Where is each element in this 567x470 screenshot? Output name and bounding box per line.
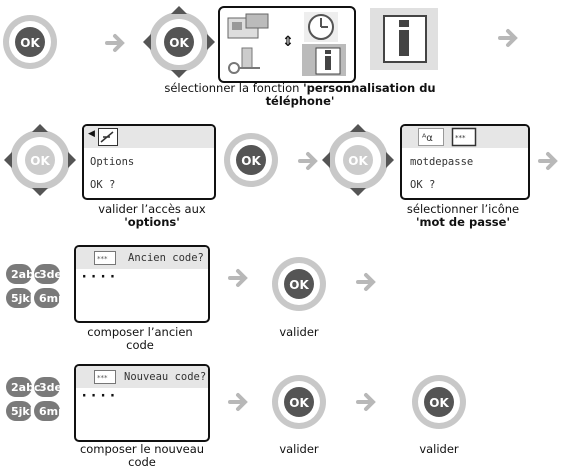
keypad-icon[interactable]: 2abc 3def 5jkl 6mno [2, 262, 74, 312]
screen-motdepasse: ᴬα *** motdepasse OK ? [400, 124, 530, 200]
code-value: ···· [80, 269, 118, 285]
svg-text:OK: OK [429, 396, 449, 410]
svg-text:OK: OK [30, 154, 50, 168]
arrow-left-icon: ◀ [88, 129, 95, 139]
navigator-ok-icon[interactable]: OK [270, 255, 328, 313]
arrow-right-icon [298, 152, 318, 170]
settings-screen-icons: ⇕ [218, 6, 356, 83]
arrow-right-icon [356, 393, 376, 411]
navigator-4way-icon[interactable]: OK [4, 124, 76, 196]
screen-line2: OK ? [410, 179, 436, 191]
clock-icon [304, 12, 338, 42]
svg-text:3def: 3def [39, 268, 67, 281]
screen-options: ◀ Options OK ? [82, 124, 216, 200]
caption-valider: valider [419, 442, 459, 456]
navigator-4way-icon[interactable]: OK [322, 124, 394, 196]
caption-row1: sélectionner la fonction 'personnalisati… [164, 81, 436, 108]
svg-text:OK: OK [289, 396, 309, 410]
svg-text:5jkl: 5jkl [11, 292, 34, 305]
arrow-right-icon [498, 29, 518, 47]
screen-nouveau-code: *** Nouveau code? ···· [74, 364, 210, 442]
arrow-right-icon [105, 34, 125, 52]
password-field-icon: *** [451, 127, 477, 147]
screen-title: Nouveau code? [124, 371, 207, 383]
navigator-ok-icon[interactable]: OK [410, 373, 468, 431]
caption-motdepasse: sélectionner l’icône'mot de passe' [406, 202, 520, 229]
svg-text:6mno: 6mno [39, 292, 74, 305]
arrow-right-icon [356, 273, 376, 291]
info-i-icon [370, 8, 438, 70]
svg-text:3def: 3def [39, 381, 67, 394]
svg-text:***: *** [455, 134, 466, 142]
svg-text:OK: OK [289, 278, 309, 292]
svg-text:OK: OK [169, 36, 189, 50]
caption-nouveau-code: composer le nouveau code [79, 442, 205, 469]
info-i-icon [302, 44, 346, 76]
arrow-right-icon [228, 269, 248, 287]
svg-text:5jkl: 5jkl [11, 405, 34, 418]
navigator-4way-icon[interactable]: OK [143, 6, 215, 78]
caption-valider: valider [279, 442, 319, 456]
updown-icon: ⇕ [282, 34, 294, 50]
options-tools-icon [98, 128, 118, 146]
svg-text:OK: OK [241, 154, 261, 168]
keypad-icon[interactable]: 2abc 3def 5jkl 6mno [2, 375, 74, 425]
screen-line2: OK ? [90, 179, 116, 191]
screen-line1: motdepasse [410, 156, 474, 168]
screen-title: Ancien code? [128, 252, 204, 264]
key-icon [228, 47, 260, 74]
code-value: ···· [80, 388, 118, 404]
svg-text:2abc: 2abc [11, 268, 40, 281]
edit-text-icon: ᴬα [418, 128, 444, 146]
svg-text:ᴬα: ᴬα [422, 133, 433, 144]
password-field-icon: *** [94, 251, 116, 265]
svg-text:***: *** [97, 374, 108, 382]
password-field-icon: *** [94, 370, 116, 384]
svg-text:OK: OK [20, 36, 40, 50]
navigator-ok-icon[interactable]: OK [0, 12, 60, 72]
caption-ancien-code: composer l’ancien code [87, 325, 193, 352]
svg-text:6mno: 6mno [39, 405, 74, 418]
navigator-ok-icon[interactable]: OK [270, 373, 328, 431]
screen-ancien-code: *** Ancien code? ···· [74, 245, 210, 323]
screen-line1: Options [90, 156, 135, 168]
arrow-right-icon [228, 393, 248, 411]
arrow-right-icon [538, 152, 558, 170]
svg-text:OK: OK [348, 154, 368, 168]
svg-text:2abc: 2abc [11, 381, 40, 394]
caption-valider: valider [279, 325, 319, 339]
navigator-ok-icon[interactable]: OK [222, 131, 280, 189]
svg-text:***: *** [97, 255, 108, 263]
phone-settings-icon [227, 13, 269, 39]
caption-options: valider l’accès aux'options' [98, 202, 206, 229]
